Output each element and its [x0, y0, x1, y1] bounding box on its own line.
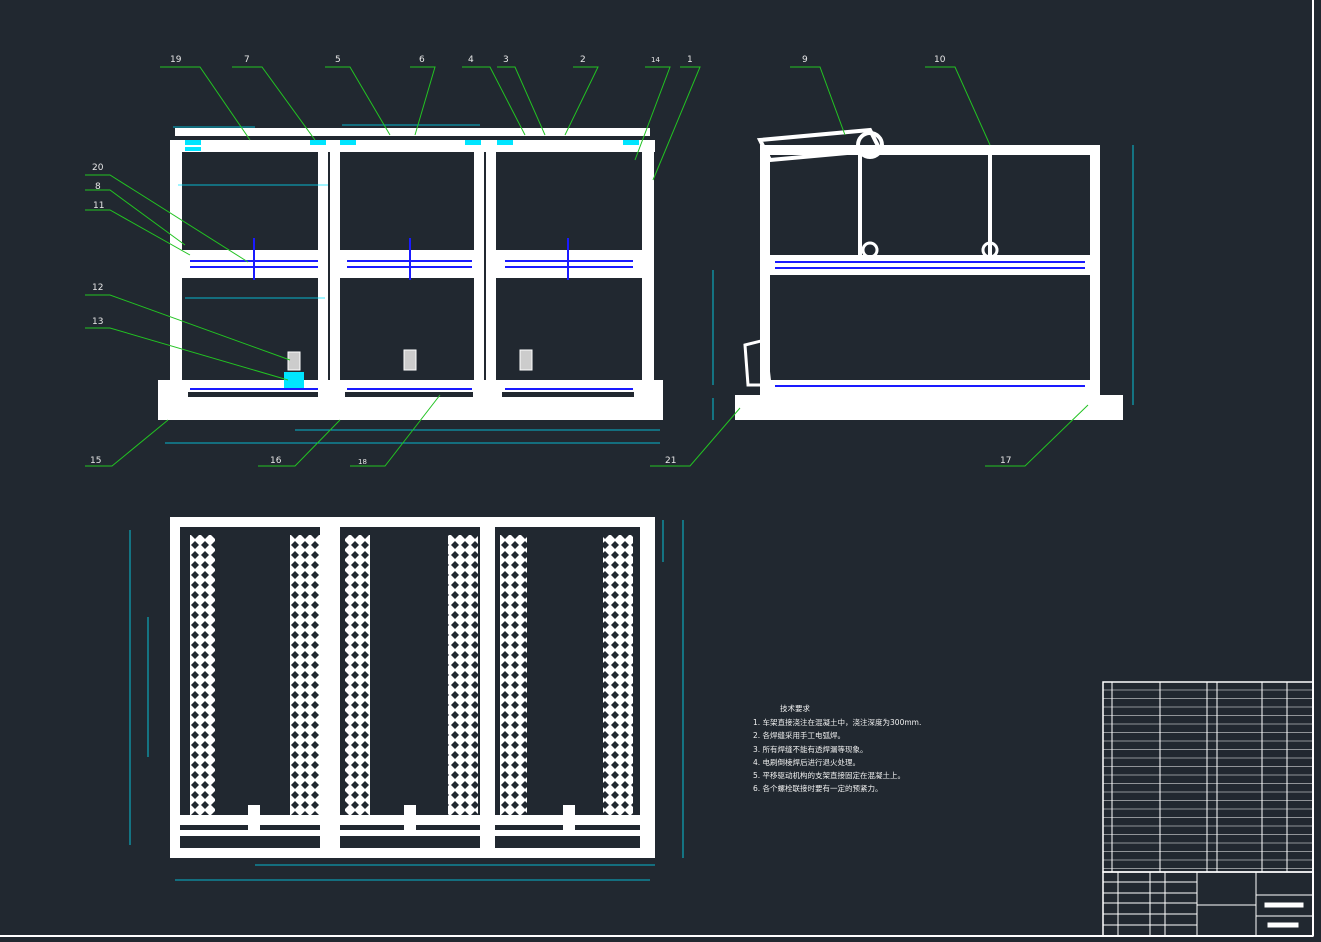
title-block	[1102, 871, 1314, 937]
side-view	[712, 127, 1134, 420]
balloon-17: 17	[1000, 456, 1011, 466]
tech-req-item: 5. 平移驱动机构的支架直接固定在混凝土上。	[753, 770, 905, 780]
tech-req-item: 1. 车架直接浇注在混凝土中，浇注深度为300mm.	[753, 717, 921, 727]
balloon-12: 12	[92, 283, 103, 293]
balloon-2: 2	[580, 55, 586, 65]
technical-requirements: 技术要求 1. 车架直接浇注在混凝土中，浇注深度为300mm. 2. 各焊缝采用…	[753, 703, 921, 793]
top-view	[129, 517, 684, 881]
balloon-3: 3	[503, 55, 509, 65]
balloon-20: 20	[92, 163, 104, 173]
balloon-21: 21	[665, 456, 676, 466]
balloon-11: 11	[93, 201, 104, 211]
balloon-14: 14	[651, 56, 660, 64]
balloon-4: 4	[468, 55, 474, 65]
balloon-13: 13	[92, 317, 103, 327]
balloon-10: 10	[934, 55, 946, 65]
balloon-6: 6	[419, 55, 425, 65]
balloon-19: 19	[170, 55, 182, 65]
balloon-18: 18	[358, 458, 367, 466]
tech-req-item: 6. 各个螺栓联接时要有一定的预紧力。	[753, 783, 883, 793]
balloon-16: 16	[270, 456, 282, 466]
balloon-8: 8	[95, 182, 101, 192]
tech-req-item: 4. 电刷倒棱焊后进行退火处理。	[753, 757, 860, 767]
balloon-1: 1	[687, 55, 693, 65]
front-view	[158, 124, 663, 444]
balloon-15: 15	[90, 456, 101, 466]
leader-lines	[85, 66, 1089, 467]
balloon-labels: 19 7 5 6 4 3 2 14 1 9 10 20 8 11 12 13 1…	[90, 55, 1011, 466]
balloon-9: 9	[802, 55, 808, 65]
tech-req-title: 技术要求	[780, 703, 810, 713]
balloon-7: 7	[244, 55, 250, 65]
tech-req-item: 2. 各焊缝采用手工电弧焊。	[753, 730, 845, 740]
balloon-5: 5	[335, 55, 341, 65]
tech-req-item: 3. 所有焊缝不能有透焊漏等现象。	[753, 744, 868, 754]
parts-list	[1102, 681, 1314, 873]
